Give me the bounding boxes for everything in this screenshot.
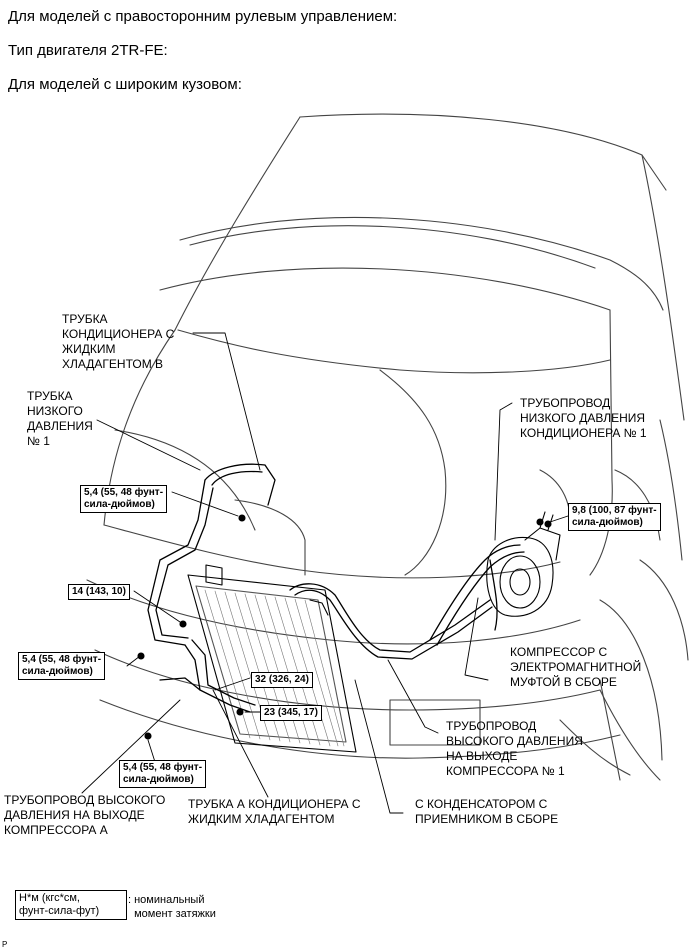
torque-box-7: 5,4 (55, 48 фунт- сила-дюймов)	[119, 760, 207, 788]
label-condenser: С КОНДЕНСАТОРОМ С ПРИЕМНИКОМ В СБОРЕ	[415, 797, 559, 826]
torque-box-6: 23 (345, 17)	[260, 705, 322, 721]
compressor-unit	[486, 511, 561, 617]
torque-box-5: 32 (326, 24)	[251, 672, 313, 688]
label-low-pressure-tube-1: ТРУБКА НИЗКОГО ДАВЛЕНИЯ № 1	[27, 389, 93, 448]
legend-description: : номинальный момент затяжки	[128, 894, 216, 920]
condenser-core	[187, 564, 357, 753]
header-line-1: Для моделей с правосторонним рулевым упр…	[8, 8, 398, 25]
refrigerant-lines	[147, 463, 525, 713]
bolt-markers	[137, 514, 552, 740]
torque-box-2: 9,8 (100, 87 фунт- сила-дюймов)	[568, 503, 661, 531]
legend-units-box: Н*м (кгс*см, фунт-сила-фут)	[15, 890, 127, 920]
label-liquid-tube-b: ТРУБКА КОНДИЦИОНЕРА С ЖИДКИМ ХЛАДАГЕНТОМ…	[62, 312, 175, 371]
label-discharge-pipe-1: ТРУБОПРОВОД ВЫСОКОГО ДАВЛЕНИЯ НА ВЫХОДЕ …	[446, 719, 583, 778]
label-compressor: КОМПРЕССОР С ЭЛЕКТРОМАГНИТНОЙ МУФТОЙ В С…	[510, 645, 642, 689]
corner-mark: P	[2, 940, 8, 949]
label-liquid-tube-a: ТРУБКА А КОНДИЦИОНЕРА С ЖИДКИМ ХЛАДАГЕНТ…	[188, 797, 361, 826]
label-discharge-pipe-a: ТРУБОПРОВОД ВЫСОКОГО ДАВЛЕНИЯ НА ВЫХОДЕ …	[4, 793, 166, 837]
header-line-3: Для моделей с широким кузовом:	[8, 76, 242, 93]
vehicle-body-outline	[86, 113, 689, 781]
torque-box-4: 5,4 (55, 48 фунт- сила-дюймов)	[18, 652, 106, 680]
header-line-2: Тип двигателя 2TR-FE:	[8, 42, 168, 59]
torque-box-1: 5,4 (55, 48 фунт- сила-дюймов)	[80, 485, 168, 513]
label-suction-pipe-1: ТРУБОПРОВОД НИЗКОГО ДАВЛЕНИЯ КОНДИЦИОНЕР…	[520, 396, 647, 440]
leader-lines	[81, 332, 569, 814]
torque-box-3: 14 (143, 10)	[68, 584, 130, 600]
